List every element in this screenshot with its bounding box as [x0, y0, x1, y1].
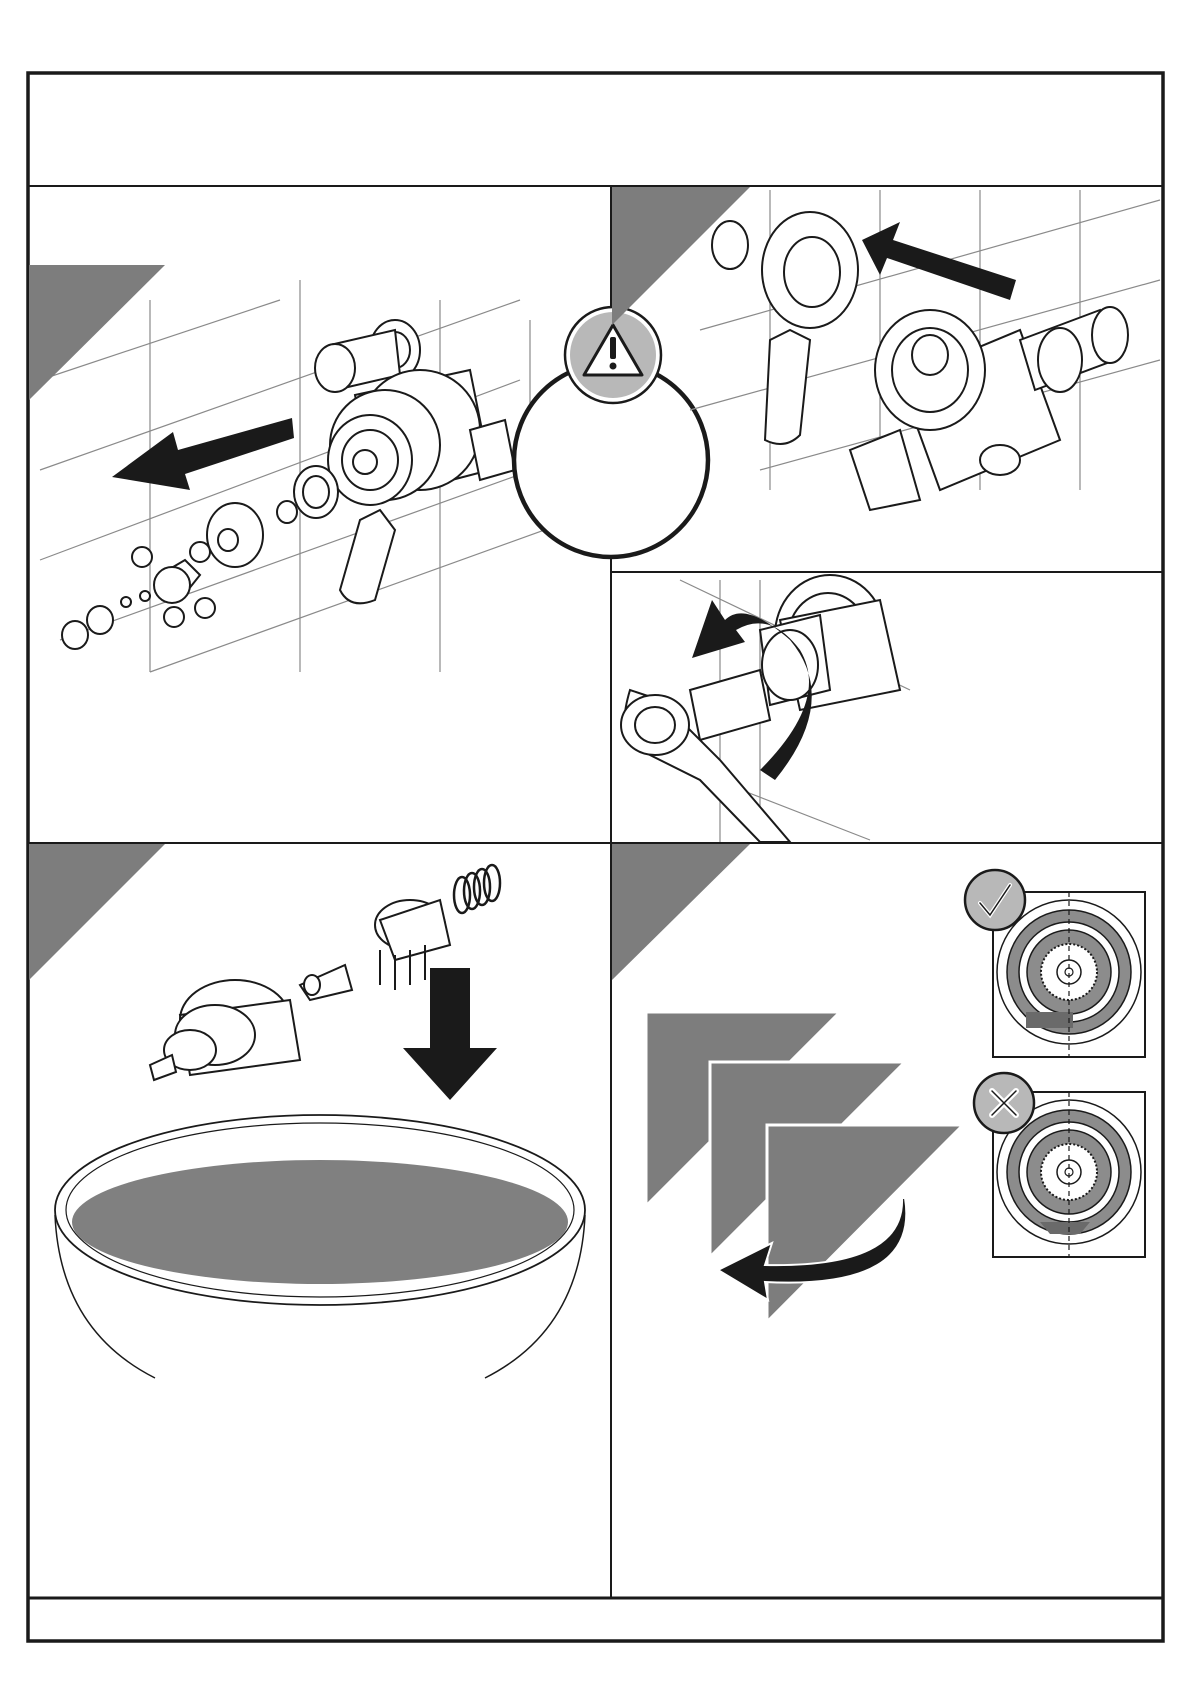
cartridge-parts: [150, 900, 450, 1080]
soaking-bowl: [55, 1115, 585, 1378]
step-tab: [29, 265, 165, 400]
step-tab: [612, 187, 750, 325]
arrow-down-icon: [403, 968, 497, 1100]
page-frame: [28, 73, 1163, 1641]
step-tab: [29, 844, 165, 980]
arrow-pull-out-icon: [112, 418, 294, 490]
correct-alignment-view: [965, 870, 1145, 1057]
exploded-parts: [62, 466, 338, 649]
repeat-steps-graphic: [646, 1012, 963, 1322]
arrow-push-in-icon: [862, 222, 1016, 300]
incorrect-alignment-view: [974, 1073, 1145, 1257]
panel-soak-cartridge: [29, 844, 585, 1378]
panel-check-alignment: [612, 844, 1145, 1322]
step-tab: [612, 844, 750, 980]
water-surface: [72, 1160, 568, 1284]
valve-body: [315, 320, 515, 603]
warning-callout: [514, 307, 708, 557]
spring: [454, 865, 500, 913]
panel-unscrew-cartridge: [621, 575, 910, 842]
